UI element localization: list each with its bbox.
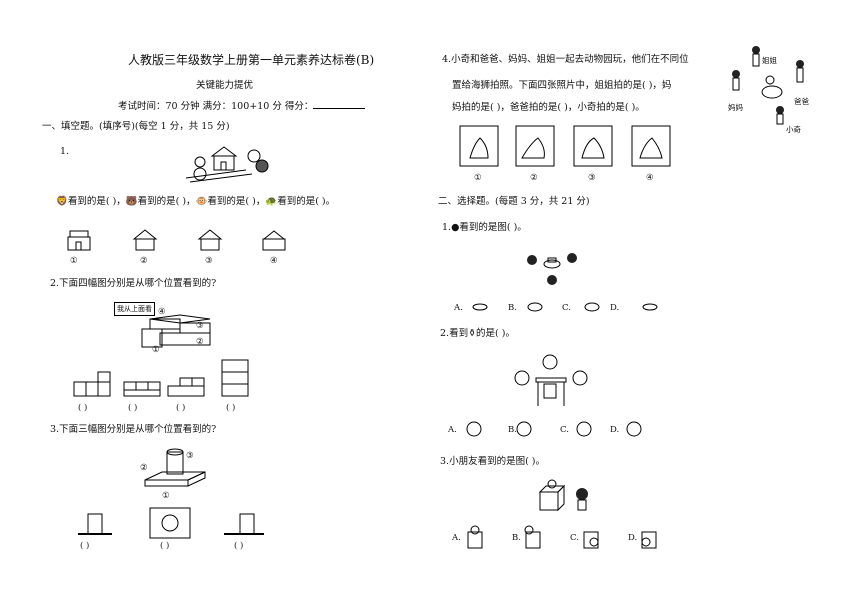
q1-blank-1[interactable]: 看到的是( )，	[67, 196, 126, 207]
q3-marker-1: ①	[162, 491, 170, 501]
q3-marker-3: ③	[186, 451, 194, 461]
q1-option-3: ③	[205, 256, 213, 266]
s2-q2-options-art	[466, 421, 642, 437]
q1-blank-4[interactable]: 看到的是( )。	[277, 196, 336, 207]
s2-q1-options-art	[472, 302, 658, 312]
page-subtitle: 关键能力提优	[196, 80, 254, 91]
s2-q2-number: 2.看到	[440, 328, 469, 339]
lion-icon: 🦁	[56, 196, 68, 207]
q3-blank-2[interactable]: ( )	[160, 541, 170, 551]
q4-option-2: ②	[530, 173, 538, 183]
q2-blank-3[interactable]: ( )	[176, 403, 186, 413]
q1-house-views	[67, 229, 286, 251]
q3-views	[78, 507, 264, 539]
q2-blocks-illustration	[141, 314, 211, 348]
q2-blank-1[interactable]: ( )	[78, 403, 88, 413]
s2-q1: 1.●看到的是图( )。	[442, 222, 527, 234]
s2-q1-option-c[interactable]: C.	[562, 303, 571, 313]
s2-q3-options-art	[467, 525, 657, 549]
s2-q1-illustration	[527, 253, 577, 285]
s2-q1-text[interactable]: 看到的是图( )。	[459, 222, 527, 233]
q4-label-mom: 妈妈	[728, 103, 743, 112]
s2-q3-text[interactable]: 3.小朋友看到的是图( )。	[440, 456, 545, 467]
q1-blank-3[interactable]: 看到的是( )，	[207, 196, 266, 207]
q2-marker-3: ③	[196, 321, 204, 331]
s2-q2-option-d[interactable]: D.	[610, 425, 620, 435]
s2-q1-option-a[interactable]: A.	[454, 303, 463, 313]
monkey-icon: 🐵	[195, 196, 208, 207]
page-title: 人教版三年级数学上册第一单元素养达标卷(B)	[128, 53, 375, 67]
s2-q3-option-d[interactable]: D.	[628, 533, 638, 543]
q4-line-2: 置给海狮拍照。下面四张照片中，姐姐拍的是( )，妈	[452, 80, 672, 91]
s2-q1-number: 1.	[442, 222, 452, 233]
s2-q2-illustration	[514, 354, 588, 406]
s2-q1-option-d[interactable]: D.	[610, 303, 620, 313]
q4-label-sister: 姐姐	[762, 56, 777, 65]
s2-q2-text[interactable]: 的是( )。	[476, 328, 515, 339]
q4-family-illustration	[732, 46, 804, 125]
bottle-icon: ⚱	[468, 328, 477, 339]
q2-marker-1: ①	[152, 345, 160, 355]
q1-blank-2[interactable]: 看到的是( )，	[137, 196, 196, 207]
s2-q3-option-b[interactable]: B.	[512, 533, 521, 543]
s2-q3-option-a[interactable]: A.	[452, 533, 461, 543]
s2-q2: 2.看到⚱的是( )。	[440, 328, 515, 340]
q2-sign: 我从上面看	[114, 302, 155, 316]
section2-heading: 二、选择题。(每题 3 分，共 21 分)	[438, 196, 590, 207]
bear-icon: 🐻	[125, 196, 138, 207]
q3-blank-3[interactable]: ( )	[234, 541, 244, 551]
q1-scene-illustration	[185, 146, 269, 183]
s2-q3-option-c[interactable]: C.	[570, 533, 579, 543]
q1-number: 1.	[60, 146, 70, 157]
q1-option-1: ①	[70, 256, 78, 266]
s2-q2-option-b[interactable]: B.	[508, 425, 517, 435]
q3-text: 3.下面三幅图分别是从哪个位置看到的?	[50, 424, 217, 435]
exam-info: 考试时间：70 分钟 满分：100+10 分 得分：	[118, 99, 366, 113]
q4-photos	[459, 125, 671, 167]
q4-line-3: 妈拍的是( )，爸爸拍的是( )，小奇拍的是( )。	[452, 102, 645, 113]
q3-blank-1[interactable]: ( )	[80, 541, 90, 551]
q2-text: 2.下面四幅图分别是从哪个位置看到的?	[50, 278, 217, 289]
score-blank[interactable]	[313, 99, 366, 109]
q4-option-4: ④	[646, 173, 654, 183]
q2-views	[73, 359, 249, 397]
s2-q2-option-a[interactable]: A.	[448, 425, 457, 435]
q4-option-1: ①	[474, 173, 482, 183]
q1-option-2: ②	[140, 256, 148, 266]
q2-blank-4[interactable]: ( )	[226, 403, 236, 413]
q4-line-1: 4.小奇和爸爸、妈妈、姐姐一起去动物园玩，他们在不同位	[442, 54, 689, 65]
s2-q1-option-b[interactable]: B.	[508, 303, 517, 313]
q2-blank-2[interactable]: ( )	[128, 403, 138, 413]
section1-heading: 一、填空题。(填序号)(每空 1 分，共 15 分)	[42, 121, 230, 132]
q1-blanks-row: 🦁看到的是( )，🐻看到的是( )，🐵看到的是( )，🐢看到的是( )。	[56, 196, 335, 208]
s2-q2-option-c[interactable]: C.	[560, 425, 569, 435]
q4-label-xiaoqi: 小奇	[786, 125, 801, 134]
q1-option-4: ④	[270, 256, 278, 266]
q4-label-dad: 爸爸	[794, 97, 809, 106]
q4-option-3: ③	[588, 173, 596, 183]
exam-info-text: 考试时间：70 分钟 满分：100+10 分 得分：	[118, 101, 314, 112]
q3-cylinder-illustration	[144, 448, 206, 487]
s2-q3-illustration	[538, 479, 588, 512]
q3-marker-2: ②	[140, 463, 148, 473]
q2-marker-4: ④	[158, 307, 166, 317]
child-head-icon: ●	[451, 222, 460, 233]
q2-marker-2: ②	[196, 337, 204, 347]
turtle-icon: 🐢	[265, 196, 278, 207]
